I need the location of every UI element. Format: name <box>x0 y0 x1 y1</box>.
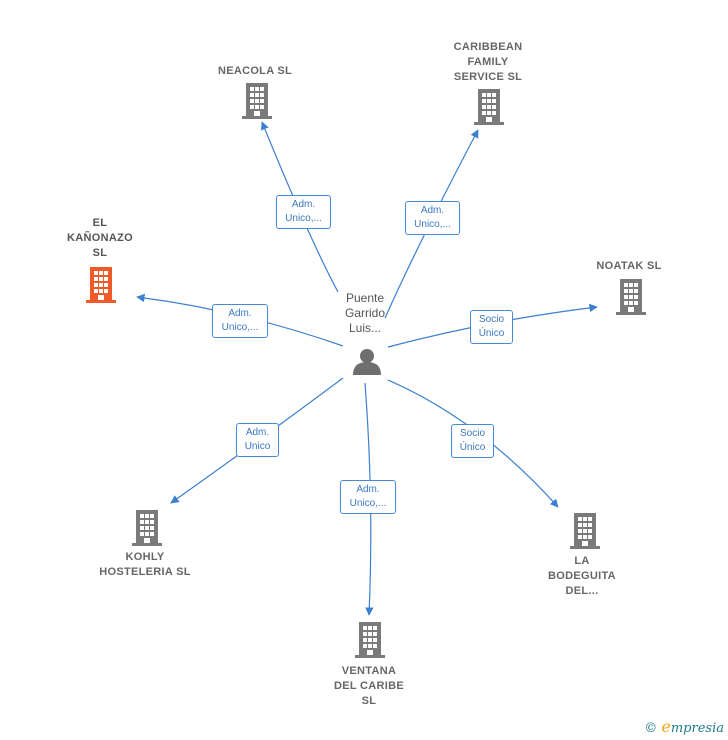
node-label-neacola[interactable]: NEACOLA SL <box>217 64 293 77</box>
edge-label-neacola[interactable]: Adm. Unico,... <box>276 195 331 229</box>
edge-label-kohly[interactable]: Adm. Unico <box>236 423 279 457</box>
icons-layer <box>86 83 646 658</box>
building-icon-kohly[interactable] <box>132 510 162 546</box>
node-label-ventana[interactable]: VENTANA DEL CARIBE SL <box>333 664 405 707</box>
building-icon-noatak[interactable] <box>616 279 646 315</box>
building-icon-neacola[interactable] <box>242 83 272 119</box>
building-icon-caribbean[interactable] <box>474 89 504 125</box>
building-icon-ventana[interactable] <box>355 622 385 658</box>
edge-label-caribbean[interactable]: Adm. Unico,... <box>405 201 460 235</box>
edge-label-ventana[interactable]: Adm. Unico,... <box>340 480 396 514</box>
node-label-kohly[interactable]: KOHLY HOSTELERIA SL <box>99 551 191 578</box>
edge-label-noatak[interactable]: Socio Único <box>470 310 513 344</box>
brand-name-rest: mpresia <box>670 721 724 736</box>
building-icon-bodeguita[interactable] <box>570 513 600 549</box>
building-icon-elkanonazo[interactable] <box>86 267 116 303</box>
node-label-elkanonazo[interactable]: EL KAÑONAZO SL <box>67 216 133 259</box>
center-person-label[interactable]: Puente Garrido Luis... <box>344 291 385 335</box>
copyright-symbol: © <box>644 721 658 736</box>
brand-initial: e <box>661 717 671 736</box>
node-label-noatak[interactable]: NOATAK SL <box>596 259 662 272</box>
node-label-caribbean[interactable]: CARIBBEAN FAMILY SERVICE SL <box>453 40 523 83</box>
person-icon[interactable] <box>353 349 381 375</box>
edge-label-elkanonazo[interactable]: Adm. Unico,... <box>212 304 268 338</box>
node-label-bodeguita[interactable]: LA BODEGUITA DEL... <box>548 554 616 597</box>
edge-label-bodeguita[interactable]: Socio Único <box>451 424 494 458</box>
footer-brand: © empresia <box>644 717 724 736</box>
